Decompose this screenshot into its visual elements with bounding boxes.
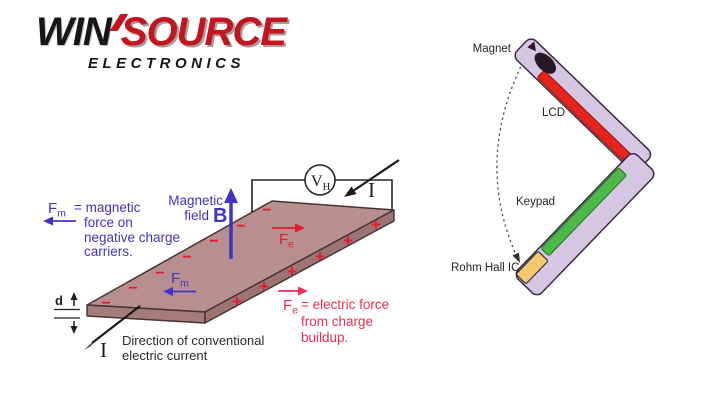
current-in-arrowhead bbox=[344, 186, 357, 197]
magnetic-field-label-line2: field bbox=[184, 208, 209, 223]
minus-charge: − bbox=[182, 249, 191, 266]
plus-charge: + bbox=[371, 215, 381, 234]
keypad-label: Keypad bbox=[516, 196, 555, 208]
plus-charge: + bbox=[232, 292, 242, 311]
thickness-arrowhead-down bbox=[70, 326, 78, 334]
hall-ic-label: Rohm Hall IC bbox=[451, 262, 519, 274]
logo-wordmark: WIN SOURCE bbox=[36, 10, 287, 54]
positive-charges: + + + + + + bbox=[232, 215, 381, 311]
fm-plate-arrowhead bbox=[163, 287, 173, 296]
motion-arc-arrowhead bbox=[512, 252, 520, 263]
b-field-arrowhead bbox=[224, 188, 238, 203]
fe-legend-line-2: from charge bbox=[301, 314, 373, 329]
fe-plate-arrowhead bbox=[295, 223, 305, 233]
hall-effect-diagram: VH Magnetic field B Fm = magnetic force … bbox=[43, 159, 400, 363]
plus-charge: + bbox=[343, 231, 353, 250]
fe-legend-line-1: = electric force bbox=[301, 297, 389, 312]
minus-charge: − bbox=[128, 280, 137, 297]
minus-charge: − bbox=[155, 265, 164, 282]
plus-charge: + bbox=[315, 247, 325, 266]
plus-charge: + bbox=[287, 262, 297, 281]
lcd-stripe bbox=[537, 70, 638, 168]
direction-label-line2: electric current bbox=[122, 348, 208, 363]
fm-legend-line-4: carriers. bbox=[84, 244, 133, 259]
fm-legend-line-1: = magnetic bbox=[74, 200, 141, 215]
current-out-arrowhead bbox=[84, 339, 97, 350]
plate-side-right bbox=[204, 209, 395, 324]
direction-label-line1: Direction of conventional bbox=[122, 333, 264, 348]
plus-charge: + bbox=[259, 277, 269, 296]
magnet bbox=[534, 52, 557, 74]
fe-legend-symbol: Fe bbox=[283, 297, 298, 317]
current-out-label: I bbox=[100, 338, 107, 362]
logo-source-text: SOURCE bbox=[120, 10, 287, 54]
current-out-arrow bbox=[91, 305, 141, 344]
magnet-wedge bbox=[527, 41, 536, 52]
voltmeter-wire-left bbox=[251, 179, 305, 212]
lcd-label: LCD bbox=[542, 107, 565, 119]
fm-legend-line-3: negative charge bbox=[84, 230, 180, 245]
keypad-stripe bbox=[541, 168, 627, 256]
thickness-label: d bbox=[55, 293, 63, 308]
magnetic-field-label-line1: Magnetic bbox=[168, 193, 223, 208]
fe-plate-symbol: Fe bbox=[279, 231, 294, 251]
winsource-logo: WIN SOURCE ELECTRONICS bbox=[36, 10, 287, 72]
fm-legend-arrowhead bbox=[43, 216, 53, 226]
voltmeter-gauge bbox=[304, 164, 336, 196]
magnet-label: Magnet bbox=[473, 43, 512, 55]
current-in-arrow bbox=[352, 159, 400, 192]
minus-charge: − bbox=[101, 295, 110, 312]
flip-phone-diagram: Magnet LCD Keypad Rohm Hall IC bbox=[451, 38, 655, 296]
minus-charge: − bbox=[262, 202, 271, 219]
phone-top-flip-group bbox=[514, 38, 652, 172]
logo-win-text: WIN bbox=[36, 10, 112, 54]
minus-charge: − bbox=[209, 233, 218, 250]
current-in-label: I bbox=[368, 178, 375, 202]
thickness-arrowhead-up bbox=[70, 292, 78, 300]
phone-bottom-group bbox=[515, 153, 655, 296]
b-symbol: B bbox=[213, 205, 227, 227]
fe-legend-arrowhead bbox=[298, 286, 308, 296]
hall-ic-chip bbox=[516, 251, 548, 284]
motion-arc bbox=[496, 61, 524, 258]
fm-legend-line-2: force on bbox=[84, 215, 133, 230]
fe-legend-line-3: buildup. bbox=[301, 330, 348, 345]
minus-charge: − bbox=[236, 218, 245, 235]
voltmeter-wire-right bbox=[335, 179, 393, 209]
fm-legend-symbol: Fm bbox=[48, 200, 66, 220]
negative-charges: − − − − − − − bbox=[101, 202, 271, 312]
voltmeter-label: VH bbox=[311, 173, 331, 193]
fm-plate-symbol: Fm bbox=[171, 270, 189, 290]
phone-bottom-body bbox=[515, 153, 655, 296]
logo-electronics-text: ELECTRONICS bbox=[88, 55, 246, 72]
